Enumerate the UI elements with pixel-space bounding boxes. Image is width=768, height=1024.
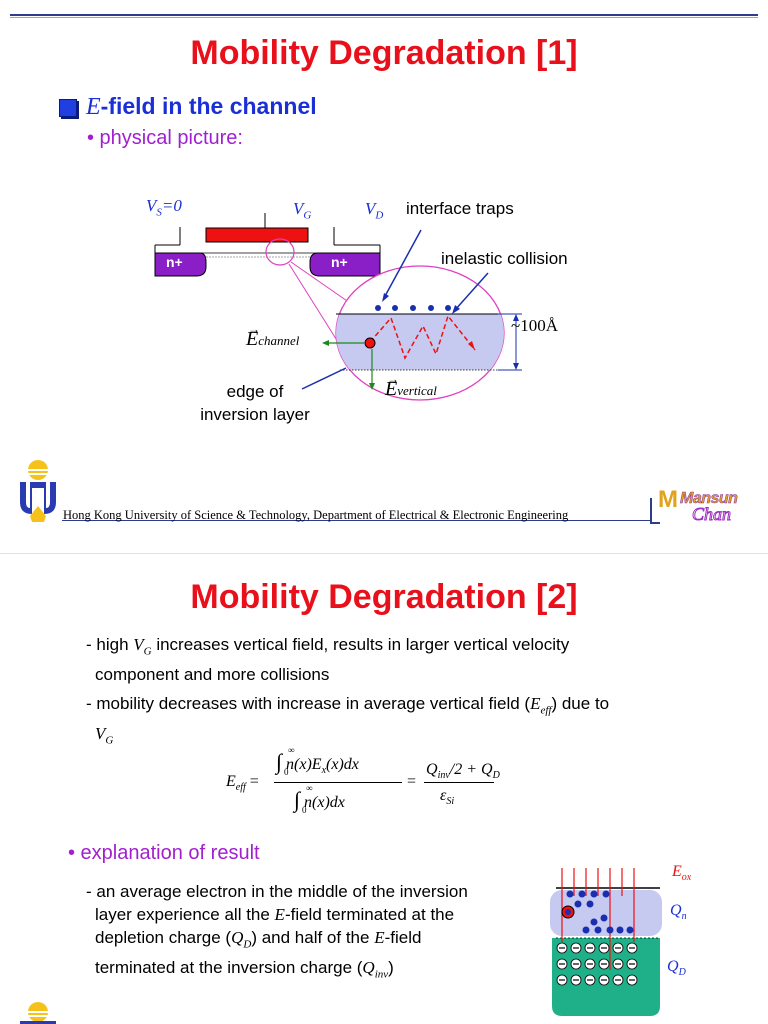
p2-line1: - mobility decreases with increase in av… (86, 694, 610, 717)
logo-bottom-text: Chan (691, 504, 732, 525)
vs-label: VS=0 (146, 196, 182, 219)
trap (392, 305, 398, 311)
electron (364, 337, 376, 349)
ex-line1: - an average electron in the middle of t… (86, 882, 468, 901)
eq-rhs-bar (424, 782, 494, 783)
slide1-title: Mobility Degradation [1] (190, 34, 578, 72)
eq-lhs: Eeff = (226, 773, 259, 794)
paragraph-1: - high VG increases vertical field, resu… (86, 633, 569, 686)
footer-bracket (650, 498, 660, 524)
eq-equals: = (407, 773, 417, 790)
p1-line2: component and more collisions (95, 665, 330, 685)
slide-divider (0, 553, 768, 554)
heading-rest: -field in the channel (100, 93, 317, 119)
slide2-title: Mobility Degradation [2] (190, 578, 578, 616)
top-rule-shadow (10, 17, 758, 18)
hkust-logo-partial-icon (20, 1002, 56, 1024)
p2-line2: VG (95, 724, 114, 747)
eq-rhs-numerator: Qinv/2 + QD (426, 761, 500, 782)
edge-label-line1: edge of (226, 382, 284, 401)
eq-fraction-bar (274, 782, 402, 783)
inelastic-collision-label: inelastic collision (441, 249, 568, 268)
sub-bullet: • physical picture: (87, 127, 243, 149)
gate (205, 227, 309, 243)
vg-label: VG (293, 199, 312, 222)
source-nplus (154, 252, 207, 277)
mansun-chan-logo: M Mansun Chan (656, 486, 756, 526)
interface-traps-label: interface traps (406, 199, 514, 218)
thickness-label: ~100Å (511, 316, 558, 335)
footer-rule (62, 520, 652, 521)
ex-line2: layer experience all the E-field termina… (95, 905, 455, 924)
eq-denominator: ∫∞0 n(x)dx (294, 783, 345, 815)
footer-text: Hong Kong University of Science & Techno… (63, 508, 569, 522)
hkust-logo-icon (20, 460, 56, 522)
trap (428, 305, 434, 311)
vector-arrow-icon: → (248, 322, 260, 336)
field-figure (550, 868, 662, 1016)
logo-top-text: Mansun (680, 490, 738, 508)
eox-label: Eox (672, 863, 692, 884)
square-bullet-icon (59, 99, 77, 117)
vd-label: VD (365, 199, 384, 222)
eq-numerator: ∫∞0 n(x)Ex(x)dx (276, 745, 359, 777)
edge-label: edge of inversion layer (190, 380, 320, 426)
qn-label: Qn (670, 902, 687, 923)
source-nplus-label: n+ (166, 254, 183, 270)
paragraph-2: - mobility decreases with increase in av… (86, 692, 609, 753)
e-eff-equation: Eeff = ∫∞0 n(x)Ex(x)dx ∫∞0 n(x)dx = Qinv… (226, 745, 516, 822)
logo-m: M (658, 486, 678, 513)
heading-e: E (86, 94, 101, 120)
eq-rhs-denominator: εSi (440, 787, 455, 808)
trap (410, 305, 416, 311)
top-rule (10, 14, 758, 16)
slide1-heading: E-field in the channel (86, 93, 317, 121)
drain-nplus (309, 252, 381, 277)
ex-line3: depletion charge (QD) and half of the E-… (95, 928, 422, 951)
qd-label: QD (667, 958, 686, 979)
e-channel-label: Echannel (246, 328, 300, 350)
explanation-text: - an average electron in the middle of t… (86, 880, 468, 987)
drain-nplus-label: n+ (331, 254, 348, 270)
ex-line4: terminated at the inversion charge (Qinv… (95, 958, 394, 981)
inversion-layer (336, 314, 504, 370)
trap (375, 305, 381, 311)
explanation-bullet: • explanation of result (68, 842, 260, 864)
vector-arrow-icon: → (387, 372, 399, 386)
mosfet-diagram (154, 213, 522, 401)
e-vertical-label: Evertical (385, 378, 437, 400)
p1-line1: - high VG increases vertical field, resu… (86, 635, 570, 658)
zoom-circle (265, 238, 295, 266)
edge-label-line2: inversion layer (200, 405, 310, 424)
trap (445, 305, 451, 311)
